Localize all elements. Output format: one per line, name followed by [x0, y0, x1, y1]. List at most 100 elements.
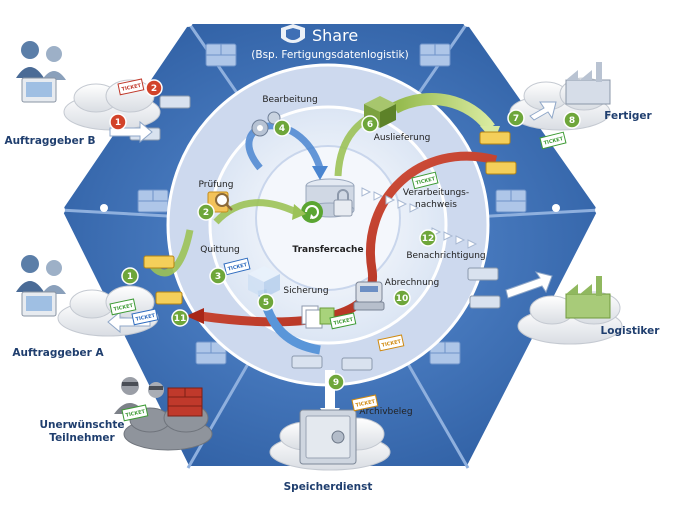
actor-unerwuenschte-2: Teilnehmer [49, 432, 115, 444]
people-icon-auftraggeber-b [16, 41, 66, 103]
label-auslieferung: Auslieferung [374, 133, 431, 143]
svg-text:8: 8 [569, 116, 575, 126]
label-verarbeitungsnachweis-1: Verarbeitungs- [403, 188, 469, 198]
cloud-auftraggeber-b [63, 79, 161, 131]
ticket-icon: TICKET [223, 257, 251, 276]
core-circle [255, 145, 401, 291]
pruefung-arrowhead [292, 204, 306, 220]
step-badge: 3 [209, 267, 227, 285]
svg-text:2: 2 [151, 84, 157, 94]
storage-cube-icon [248, 266, 280, 298]
svg-text:10: 10 [396, 294, 409, 304]
return-red-arrowhead [186, 308, 204, 324]
firewall-icon [429, 341, 461, 365]
svg-text:9: 9 [333, 378, 339, 388]
svg-text:2: 2 [203, 208, 209, 218]
svg-text:TICKET: TICKET [381, 339, 402, 349]
svg-text:TICKET: TICKET [415, 176, 436, 187]
actor-fertiger: Fertiger [604, 110, 652, 122]
label-benachrichtigung: Benachrichtigung [406, 251, 485, 261]
cash-register-icon [353, 281, 385, 311]
svg-text:6: 6 [367, 120, 373, 130]
svg-text:3: 3 [215, 272, 221, 282]
step-badge: 10 [393, 289, 411, 307]
ticket-icon: TICKET [411, 171, 439, 190]
step-badge: 11 [171, 309, 189, 327]
label-archivbeleg: Archivbeleg [359, 407, 412, 417]
svg-text:TICKET: TICKET [135, 313, 156, 323]
firewall-burning-icon [167, 387, 203, 417]
safe-icon [299, 409, 357, 465]
actor-unerwuenschte-1: Unerwünschte [39, 419, 124, 431]
firewall-icon [205, 43, 237, 67]
benachrichtigung-chevrons [361, 187, 478, 249]
svg-text:5: 5 [263, 298, 269, 308]
recycle-icon [301, 201, 323, 223]
label-pruefung: Prüfung [199, 180, 234, 190]
svg-text:TICKET: TICKET [227, 262, 248, 273]
firewall-icon [495, 189, 527, 213]
step-badge: 5 [257, 293, 275, 311]
step-badge: 4 [273, 119, 291, 137]
transfercache-label: Transfercache [292, 245, 363, 255]
svg-text:TICKET: TICKET [355, 399, 376, 409]
step-badge: 1 [109, 113, 127, 131]
bearbeitung-arrowhead [312, 166, 328, 180]
svg-text:TICKET: TICKET [543, 136, 564, 147]
step-badge: 9 [327, 373, 345, 391]
outbox-tray-icons [129, 95, 501, 371]
step-badge: 6 [361, 115, 379, 133]
firewall-icon [195, 341, 227, 365]
ticket-icon: TICKET [539, 131, 567, 150]
actor-auftraggeber-a: Auftraggeber A [12, 347, 104, 359]
step-badge: 2 [145, 79, 163, 97]
ticket-icon: TICKET [109, 298, 137, 316]
factory-icon-logistiker [565, 276, 611, 319]
svg-text:7: 7 [513, 114, 519, 124]
diagram-title: Share [312, 26, 358, 45]
label-quittung: Quittung [200, 245, 239, 255]
ticket-icon: TICKET [351, 394, 379, 412]
documents-icon [301, 305, 335, 329]
svg-text:1: 1 [115, 118, 121, 128]
firewall-icon [419, 43, 451, 67]
external-arrows [107, 101, 557, 334]
gears-icon [251, 111, 281, 137]
ticket-icon: TICKET [121, 404, 149, 422]
people-icon-auftraggeber-a [16, 255, 66, 317]
svg-text:TICKET: TICKET [121, 83, 142, 93]
svg-text:TICKET: TICKET [113, 303, 134, 313]
firewall-icon [137, 189, 169, 213]
step-badge: 7 [507, 109, 525, 127]
inbox-tray-icons [143, 131, 517, 305]
svg-text:4: 4 [279, 124, 285, 134]
step-badge: 8 [563, 111, 581, 129]
step-badge: 2 [197, 203, 215, 221]
step-badge: 1 [121, 267, 139, 285]
ticket-icon: TICKET [131, 308, 159, 326]
fertiger-delivery-arrow [392, 92, 495, 132]
label-verarbeitungsnachweis-2: nachweis [415, 200, 457, 210]
label-abrechnung: Abrechnung [385, 278, 439, 288]
return-red-arrow [199, 151, 498, 327]
actor-speicherdienst: Speicherdienst [284, 481, 373, 493]
label-sicherung: Sicherung [283, 286, 328, 296]
ticket-icon: TICKET [329, 312, 357, 330]
factory-icon-fertiger [565, 62, 611, 105]
diagram-subtitle: (Bsp. Fertigungsdatenlogistik) [251, 49, 408, 61]
step-badge: 12 [419, 229, 437, 247]
actor-auftraggeber-b: Auftraggeber B [4, 135, 95, 147]
step-badges: 1 2 1 2 3 4 5 6 7 8 9 10 11 12 [109, 79, 581, 391]
svg-text:12: 12 [422, 234, 435, 244]
ticket-icons: TICKET TICKET TICKET TICKET TICKET TICKE… [109, 78, 567, 422]
label-bearbeitung: Bearbeitung [262, 95, 317, 105]
share-logo-icon [281, 24, 305, 43]
actor-logistiker: Logistiker [601, 325, 661, 337]
spoke-dots [55, 17, 605, 215]
svg-text:1: 1 [127, 272, 133, 282]
pruefung-arrow [213, 199, 298, 225]
svg-text:TICKET: TICKET [125, 409, 146, 419]
svg-text:TICKET: TICKET [333, 317, 354, 327]
